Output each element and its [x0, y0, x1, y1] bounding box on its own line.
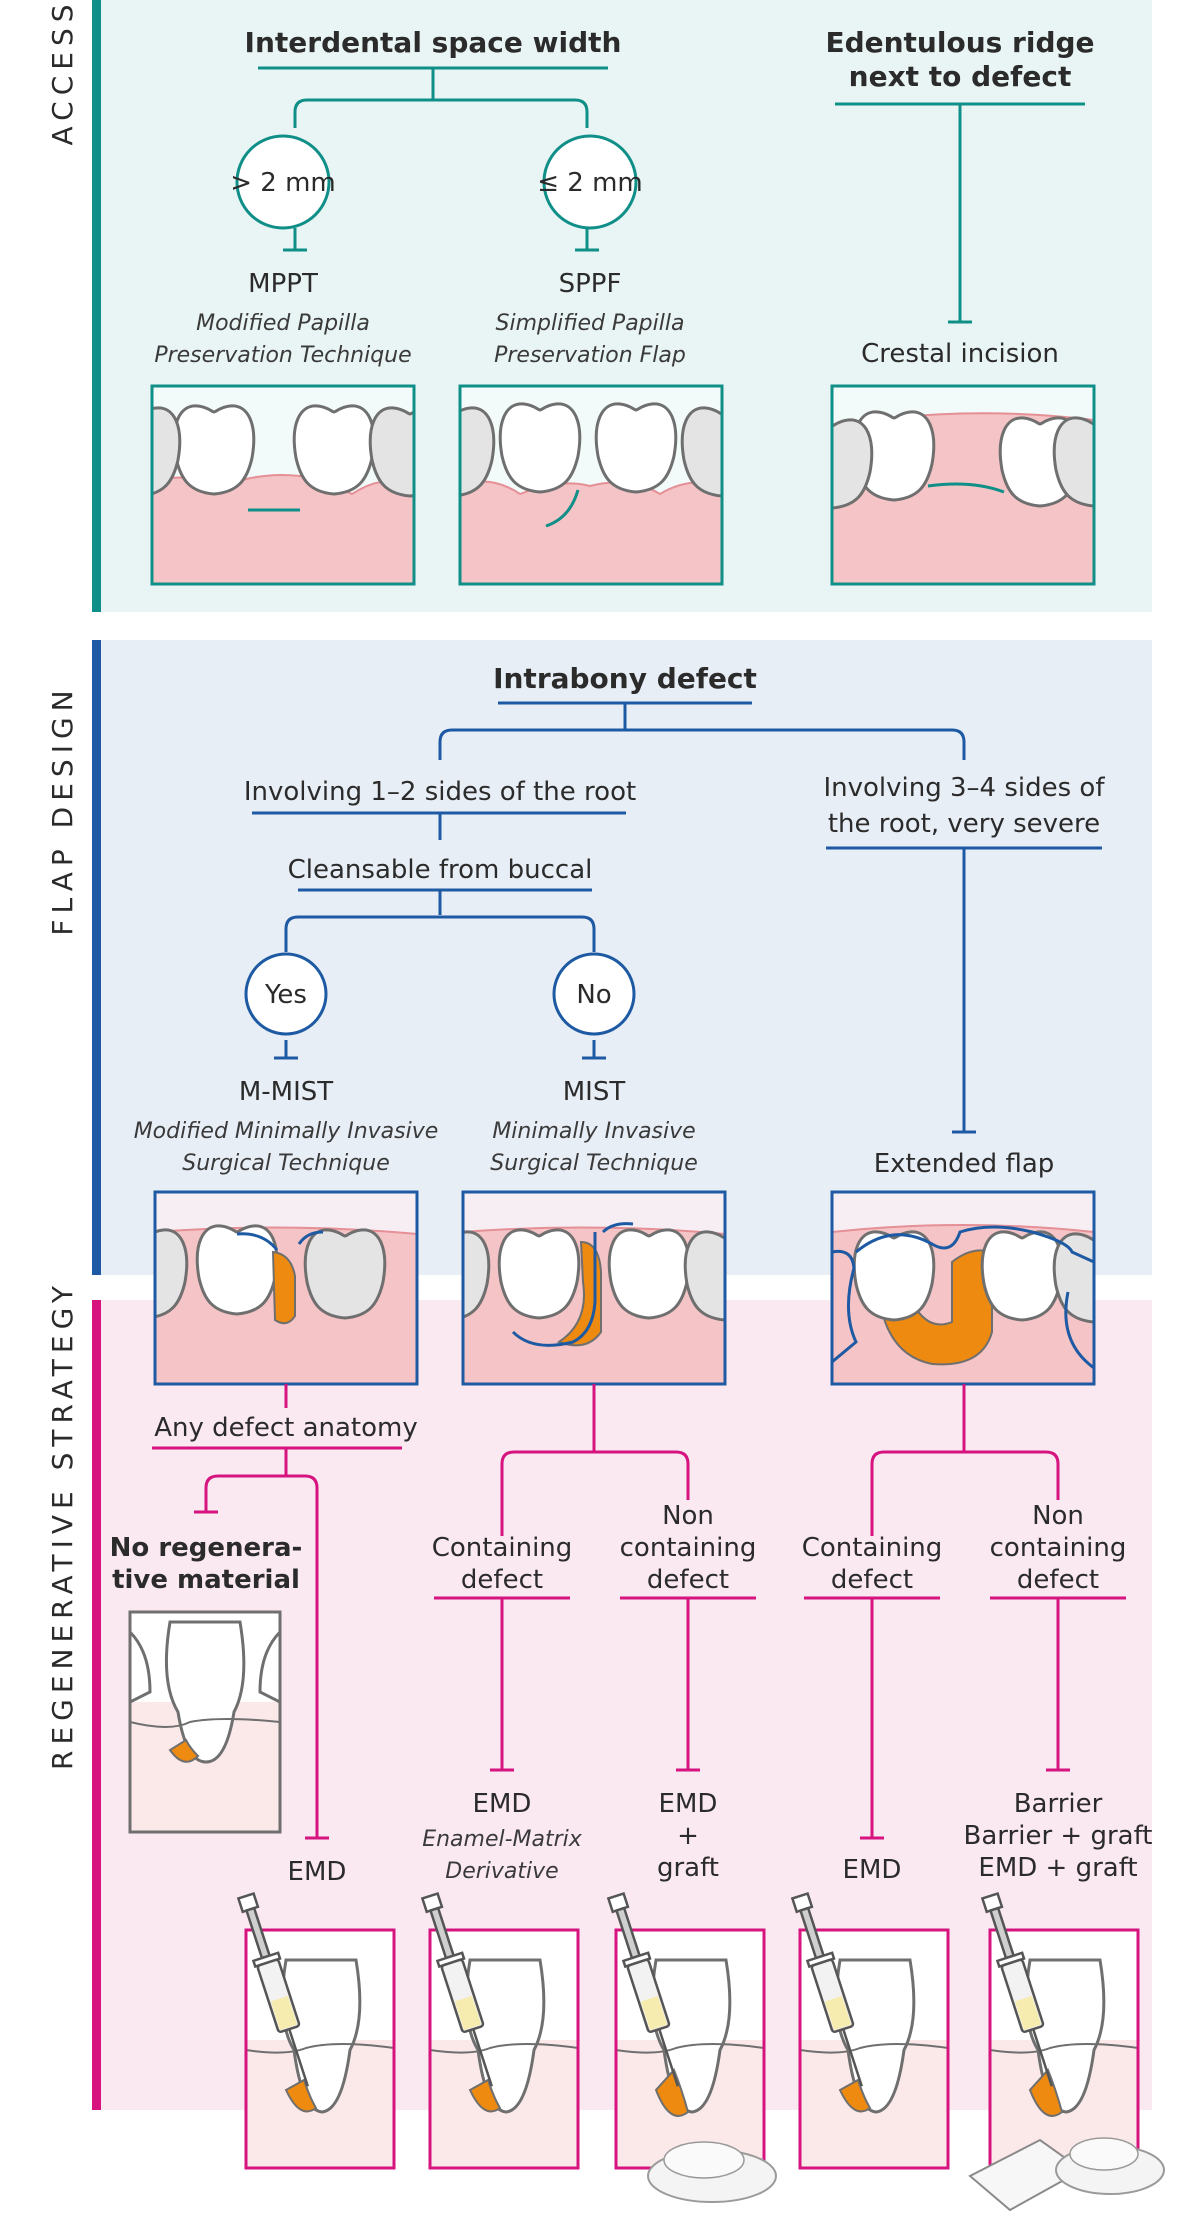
- le2mm-node: [542, 134, 638, 230]
- sppf-desc-2: Preservation Flap: [494, 343, 686, 368]
- edentulous-title-1: Edentulous ridge: [825, 26, 1094, 59]
- involving-1-2-label: Involving 1–2 sides of the root: [244, 777, 636, 807]
- cleansable-label: Cleansable from buccal: [288, 855, 593, 885]
- emd-desc-1: Enamel-Matrix: [422, 1827, 583, 1852]
- treatment-illustration-5: [968, 1892, 1165, 2212]
- emd-desc-2: Derivative: [445, 1859, 558, 1884]
- interdental-space-title: Interdental space width: [245, 26, 622, 59]
- mmist-illustration: [153, 1190, 419, 1386]
- treatment-illustration-3: [606, 1892, 777, 2203]
- access-connectors: [258, 66, 1085, 324]
- graft-powder-icon-2: [1055, 2137, 1165, 2195]
- no-regen-illustration: [128, 1610, 282, 1834]
- noncontaining-2-c: defect: [1017, 1565, 1099, 1595]
- extended-flap-label: Extended flap: [874, 1149, 1055, 1179]
- section-label-access: ACCESS: [46, 0, 79, 146]
- no-regen-label-1: No regenera-: [110, 1533, 303, 1563]
- emd-graft-label: EMD + graft: [978, 1853, 1137, 1883]
- involving-3-4-label-2: the root, very severe: [828, 809, 1100, 839]
- any-defect-label: Any defect anatomy: [154, 1413, 417, 1443]
- plus-sign: +: [677, 1821, 699, 1851]
- noncontaining-2-b: containing: [990, 1533, 1127, 1563]
- sppf-label: SPPF: [559, 269, 622, 299]
- involving-3-4-label-1: Involving 3–4 sides of: [823, 773, 1105, 803]
- access-bar: [92, 0, 101, 612]
- intrabony-defect-title: Intrabony defect: [493, 662, 757, 695]
- flap-bar: [92, 640, 101, 1275]
- mmist-desc-2: Surgical Technique: [182, 1151, 390, 1176]
- sppf-desc-1: Simplified Papilla: [496, 311, 685, 336]
- barrier-label: Barrier: [1014, 1789, 1103, 1819]
- edentulous-title-2: next to defect: [849, 60, 1072, 93]
- regen-bar: [92, 1300, 101, 2110]
- treatment-illustration-4: [790, 1892, 950, 2170]
- flap-panel: [92, 640, 1152, 1275]
- mist-label: MIST: [563, 1077, 626, 1107]
- emd-label-1: EMD: [288, 1857, 347, 1887]
- graft-powder-icon: [647, 2141, 777, 2203]
- section-label-regen: REGENERATIVE STRATEGY: [46, 1280, 79, 1770]
- yes-node: [244, 952, 328, 1036]
- mist-desc-1: Minimally Invasive: [492, 1119, 695, 1144]
- mist-desc-2: Surgical Technique: [490, 1151, 698, 1176]
- emd-label-4: EMD: [843, 1855, 902, 1885]
- containing-2-b: defect: [831, 1565, 913, 1595]
- noncontaining-1-a: Non: [662, 1501, 714, 1531]
- gt2mm-node: [235, 134, 331, 230]
- extended-flap-illustration: [830, 1190, 1096, 1386]
- sppf-illustration: [458, 384, 724, 586]
- mmist-desc-1: Modified Minimally Invasive: [134, 1119, 439, 1144]
- section-label-flap: FLAP DESIGN: [46, 684, 79, 935]
- noncontaining-1-b: containing: [620, 1533, 757, 1563]
- regen-connectors: [152, 1384, 1126, 1840]
- treatment-illustration-1: [236, 1892, 396, 2170]
- treatment-illustration-2: [420, 1892, 580, 2170]
- no-label: No: [576, 980, 611, 1010]
- emd-label-3: EMD: [659, 1789, 718, 1819]
- mppt-illustration: [150, 384, 416, 586]
- crestal-illustration: [830, 384, 1096, 586]
- containing-1-b: defect: [461, 1565, 543, 1595]
- mmist-label: M-MIST: [239, 1077, 333, 1107]
- le2mm-label: ≤ 2 mm: [537, 168, 643, 198]
- no-node: [552, 952, 636, 1036]
- mist-illustration: [461, 1190, 727, 1386]
- mppt-desc-1: Modified Papilla: [196, 311, 370, 336]
- noncontaining-1-c: defect: [647, 1565, 729, 1595]
- containing-1-a: Containing: [432, 1533, 573, 1563]
- flap-connectors: [252, 701, 1102, 1134]
- gt2mm-label: > 2 mm: [230, 168, 336, 198]
- containing-2-a: Containing: [802, 1533, 943, 1563]
- barrier-graft-label: Barrier + graft: [964, 1821, 1153, 1851]
- graft-label: graft: [657, 1853, 719, 1883]
- no-regen-label-2: tive material: [112, 1565, 300, 1595]
- crestal-incision-label: Crestal incision: [861, 339, 1059, 369]
- noncontaining-2-a: Non: [1032, 1501, 1084, 1531]
- mppt-desc-2: Preservation Technique: [154, 343, 411, 368]
- mppt-label: MPPT: [248, 269, 318, 299]
- emd-label-2: EMD: [473, 1789, 532, 1819]
- yes-label: Yes: [264, 980, 307, 1010]
